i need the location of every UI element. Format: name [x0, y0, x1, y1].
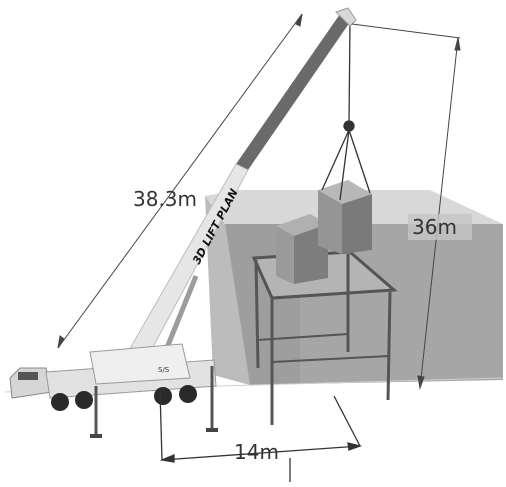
- radius-label: 14m: [234, 440, 279, 464]
- wheel-4: [179, 385, 197, 403]
- height-dimension: [351, 23, 461, 390]
- wheel-2: [75, 391, 93, 409]
- table-shelf-back: [257, 333, 349, 341]
- table-shelf: [271, 355, 390, 363]
- boom-length-label: 38.3m: [133, 187, 197, 211]
- load-side: [318, 190, 342, 254]
- table-leg-front-right: [386, 291, 392, 401]
- wheel-1: [51, 393, 69, 411]
- outrigger-pad-left: [90, 434, 102, 438]
- radius-dimension: [159, 389, 363, 482]
- superstructure-mark: S/S: [158, 366, 170, 374]
- superstructure: [89, 343, 191, 385]
- sling-1: [321, 129, 350, 191]
- load-front: [342, 194, 372, 254]
- wheel-3: [154, 387, 172, 405]
- box-side: [276, 226, 294, 284]
- hoist-line: [348, 23, 351, 123]
- table-leg-back-left: [254, 259, 260, 369]
- rigging: [321, 23, 371, 201]
- sling-2: [339, 129, 350, 201]
- boom-tip: [335, 7, 357, 27]
- box-top: [276, 214, 328, 236]
- height-label-bg: [408, 214, 472, 240]
- boom-length-dimension: [57, 13, 303, 349]
- load-top: [318, 180, 372, 204]
- building-left-face: [205, 196, 250, 385]
- cab-window: [18, 372, 38, 380]
- outrigger-pad-right: [206, 428, 218, 432]
- hanging-load: [318, 180, 372, 254]
- crane-carrier: S/S: [9, 343, 218, 438]
- boom-upper-section: [236, 14, 350, 170]
- hook-block: [343, 120, 355, 132]
- sling-3: [348, 129, 371, 194]
- height-label: 36m: [412, 215, 457, 239]
